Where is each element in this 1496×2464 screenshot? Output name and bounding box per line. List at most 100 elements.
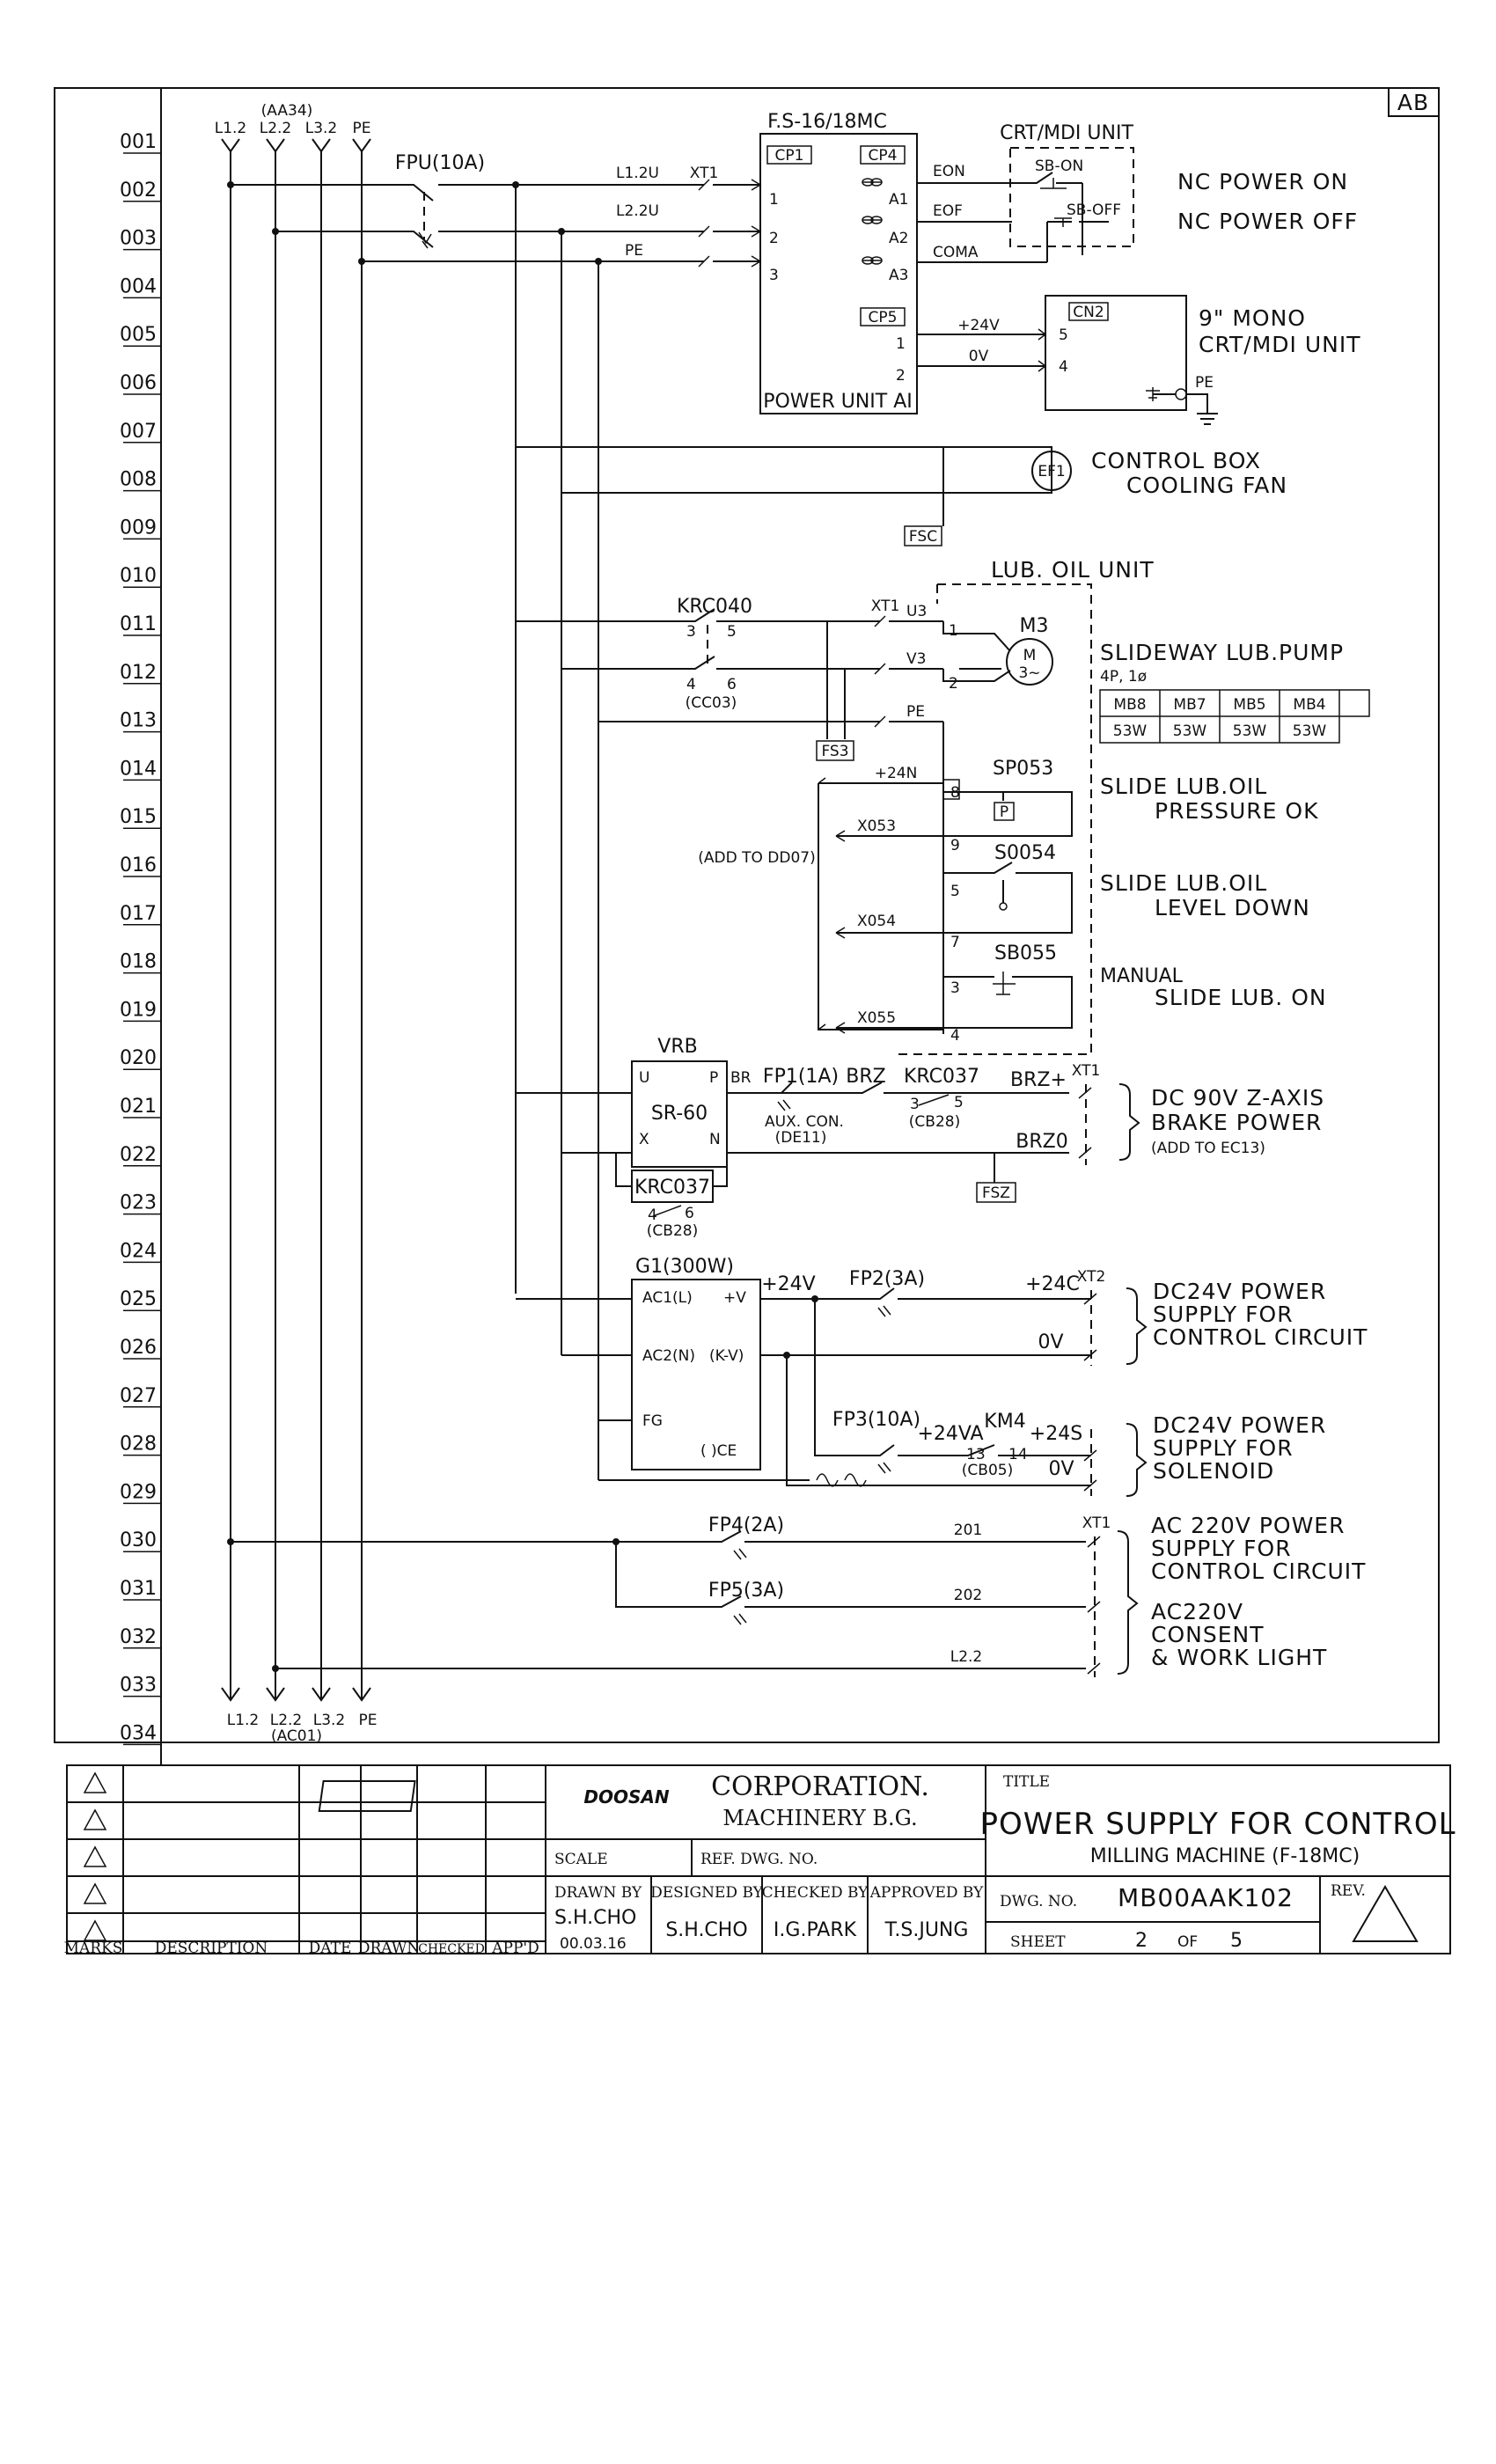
line-number: 034 bbox=[120, 1722, 157, 1744]
krc037-label: KRC037 bbox=[904, 1066, 979, 1088]
vrb-n: N bbox=[709, 1131, 721, 1148]
supply-phase-top-pe: PE bbox=[353, 120, 371, 137]
tb-approved-name: T.S.JUNG bbox=[884, 1919, 969, 1941]
sb-off-label: SB-OFF bbox=[1067, 202, 1121, 219]
krc037-5: 5 bbox=[954, 1094, 964, 1111]
revision-mark-triangle bbox=[83, 1771, 107, 1793]
tb-checked-by: CHECKED BY bbox=[762, 1884, 869, 1902]
line-number: 028 bbox=[120, 1434, 157, 1456]
cn2-pin5: 5 bbox=[1059, 326, 1068, 344]
line-number: 027 bbox=[120, 1385, 157, 1407]
pump-table-head: MB5 bbox=[1233, 696, 1265, 714]
revision-mark-triangle bbox=[83, 1845, 107, 1867]
lub-x053: X053 bbox=[857, 818, 896, 835]
line-number-column: 0010020030040050060070080090100110120130… bbox=[120, 131, 161, 1746]
line-number: 005 bbox=[120, 324, 157, 346]
aux-con: AUX. CON. bbox=[765, 1113, 844, 1131]
sol-line3: SOLENOID bbox=[1153, 1458, 1274, 1484]
pu-terminal-xt1: XT1 bbox=[690, 165, 719, 182]
dc-out-24v: +24V bbox=[957, 317, 1000, 334]
fp2-label: FP2(3A) bbox=[849, 1268, 925, 1290]
corner-tag: AB bbox=[1397, 90, 1429, 115]
tb-rev-triangle bbox=[1352, 1885, 1419, 1942]
g1-ac2: AC2(N) bbox=[642, 1347, 695, 1365]
lub-contactor: KRC040 bbox=[677, 596, 752, 618]
sb055-label: SB055 bbox=[994, 942, 1057, 964]
lub-unit-title: LUB. OIL UNIT bbox=[991, 557, 1155, 583]
dc24-xt2: XT2 bbox=[1077, 1268, 1106, 1286]
brake-label-line1: DC 90V Z-AXIS bbox=[1151, 1085, 1324, 1111]
sol-line2: SUPPLY FOR bbox=[1153, 1435, 1294, 1461]
supply-phase-top-l2: L2.2 bbox=[260, 120, 292, 137]
line-number: 004 bbox=[120, 275, 157, 297]
lub-add-to: (ADD TO DD07) bbox=[698, 849, 815, 867]
line-number: 011 bbox=[120, 613, 157, 635]
cp5-label: CP5 bbox=[869, 309, 898, 326]
wire-201: 201 bbox=[954, 1522, 982, 1539]
g1-pv: +V bbox=[723, 1289, 746, 1307]
dc24-p24c: +24C bbox=[1025, 1273, 1080, 1295]
signal-eon: EON bbox=[933, 163, 965, 180]
krc037-low-6: 6 bbox=[685, 1205, 694, 1222]
supply-phase-top-l1: L1.2 bbox=[215, 120, 247, 137]
tb-appd: APP'D bbox=[491, 1940, 539, 1957]
fan-label-line1: CONTROL BOX bbox=[1091, 448, 1261, 473]
tb-dwg-label: DWG. NO. bbox=[1000, 1893, 1077, 1910]
revision-mark-triangle bbox=[83, 1919, 107, 1941]
fan-fuse: FSC bbox=[909, 528, 937, 546]
mono-line2: CRT/MDI UNIT bbox=[1199, 332, 1361, 357]
vrb-u: U bbox=[639, 1069, 649, 1087]
line-number: 010 bbox=[120, 565, 157, 587]
phase-arrow-top-l1 bbox=[221, 138, 240, 1698]
ac-ctrl-line2: SUPPLY FOR bbox=[1151, 1536, 1292, 1561]
pump-table-value: 53W bbox=[1113, 722, 1148, 740]
line-number: 021 bbox=[120, 1096, 157, 1118]
lub-pin-9: 9 bbox=[950, 837, 960, 854]
km4-14: 14 bbox=[1008, 1446, 1028, 1463]
line-number: 007 bbox=[120, 421, 157, 443]
line-number: 029 bbox=[120, 1481, 157, 1503]
corner-tag-box bbox=[1388, 87, 1440, 117]
lub-u3: U3 bbox=[906, 603, 927, 620]
ac220v-supply: FP4(2A) 201 FP5(3A) 202 L2.2 XT1 AC 220V… bbox=[231, 1513, 1366, 1677]
wire-pe: PE bbox=[625, 242, 643, 260]
krc037-low-ref: (CB28) bbox=[647, 1222, 698, 1240]
brake-fuse-box bbox=[976, 1182, 1016, 1203]
km4-label: KM4 bbox=[984, 1411, 1025, 1433]
ac-ctrl-line1: AC 220V POWER bbox=[1151, 1513, 1345, 1538]
g1-ac1: AC1(L) bbox=[642, 1289, 693, 1307]
lub-c3: 4 bbox=[686, 676, 696, 693]
line-number: 016 bbox=[120, 854, 157, 876]
krc037-3: 3 bbox=[910, 1096, 920, 1113]
tb-ref-dwg: REF. DWG. NO. bbox=[700, 1851, 818, 1868]
tb-title-label: TITLE bbox=[1003, 1773, 1050, 1791]
line-number: 006 bbox=[120, 372, 157, 394]
line-number: 032 bbox=[120, 1626, 157, 1648]
pump-table-head: MB8 bbox=[1113, 696, 1146, 714]
doosan-logo-text: DOOSAN bbox=[583, 1786, 669, 1808]
wire-l22u: L2.2U bbox=[616, 202, 659, 220]
tb-date: DATE bbox=[309, 1940, 352, 1957]
tb-drawn-by: DRAWN BY bbox=[554, 1884, 642, 1902]
tb-drawn-name: S.H.CHO bbox=[554, 1907, 636, 1929]
level-line2: LEVEL DOWN bbox=[1155, 895, 1310, 920]
crt-mdi-unit: CRT/MDI UNIT SB-ON SB-OFF NC POWER ON NC… bbox=[1000, 122, 1361, 425]
motor-phase: 3~ bbox=[1018, 664, 1040, 682]
cooling-fan: EF1 FSC CONTROL BOX COOLING FAN bbox=[515, 185, 1287, 1480]
s0054-label: S0054 bbox=[994, 842, 1056, 864]
line-number: 009 bbox=[120, 517, 157, 539]
level-line1: SLIDE LUB.OIL bbox=[1100, 870, 1267, 896]
pump-table-value: 53W bbox=[1173, 722, 1207, 740]
vrb-label: VRB bbox=[657, 1036, 697, 1058]
tb-designed-by: DESIGNED BY bbox=[650, 1884, 763, 1902]
ac-ctrl-line3: CONTROL CIRCUIT bbox=[1151, 1558, 1366, 1584]
dc24-p24va: +24VA bbox=[917, 1423, 983, 1445]
dc-out-0v: 0V bbox=[969, 348, 989, 365]
signal-coma: COMA bbox=[933, 244, 979, 261]
line-number: 015 bbox=[120, 806, 157, 828]
motor-id: M3 bbox=[1020, 615, 1049, 637]
pu-in-3: 3 bbox=[769, 267, 779, 284]
tb-dwg-no: MB00AAK102 bbox=[1118, 1883, 1294, 1912]
brake-label-line2: BRAKE POWER bbox=[1151, 1110, 1322, 1135]
tb-sheet-label: SHEET bbox=[1010, 1933, 1066, 1951]
